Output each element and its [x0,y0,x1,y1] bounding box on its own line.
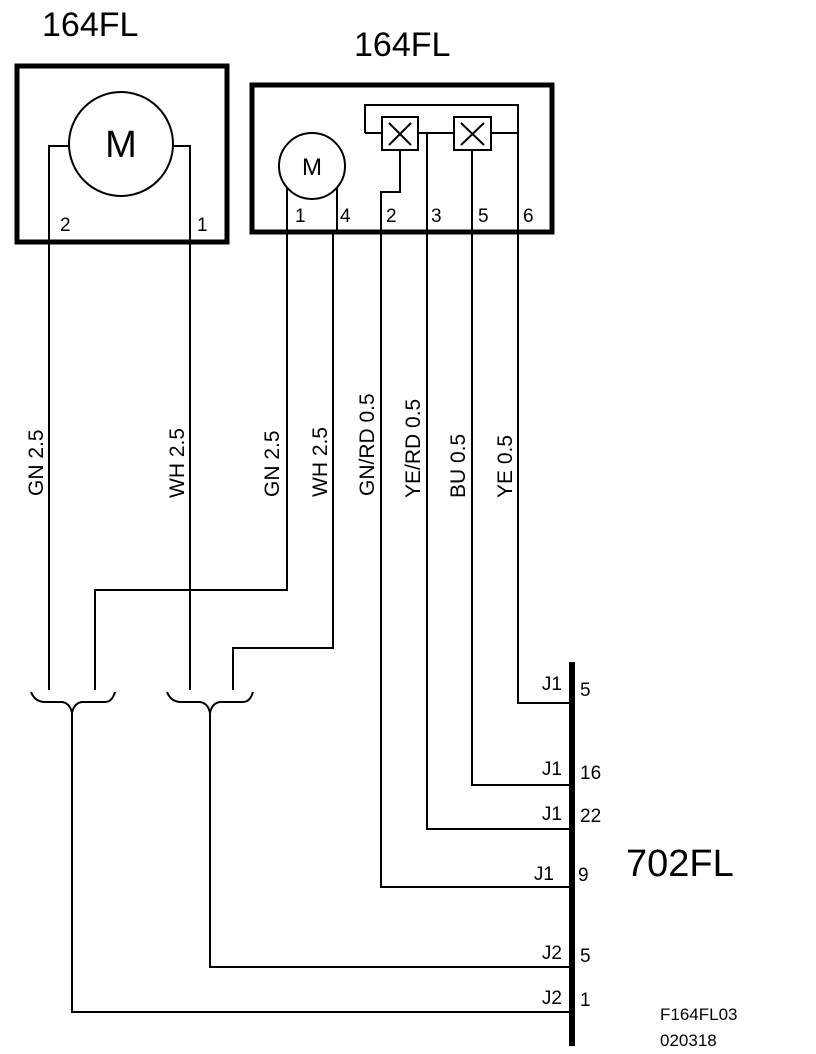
wire-label: GN/RD 0.5 [356,393,379,496]
splice-2 [166,691,254,714]
wire-label: GN 2.5 [261,430,284,497]
terminal-pin-label: 16 [580,763,601,784]
wire-gn-2.5-right [94,232,288,690]
right-pin-label: 3 [431,206,442,227]
splice-2-out [209,713,572,968]
connector-title: 702FL [626,843,734,885]
right-pin-label: 4 [340,206,351,227]
terminal-pin-label: 1 [580,990,591,1011]
wire-ye-0.5 [517,232,572,704]
reference-date: 020318 [660,1031,717,1050]
splice-1-out [71,713,572,1013]
left-motor-circle [68,91,174,197]
wire-wh-2.5-right [232,232,334,690]
left-pin-label: 1 [197,215,208,236]
wire-ye-rd-0.5 [426,232,572,830]
wire-gn-rd-0.5 [380,232,572,888]
terminal-connector-label: J1 [542,804,562,825]
left-motor-lead-1 [173,145,191,242]
terminal-connector-label: J2 [542,988,562,1009]
left-component-box [14,63,230,245]
right-pin-label: 5 [478,206,489,227]
terminal-pin-label: 5 [580,680,591,701]
reference-code: F164FL03 [660,1005,738,1024]
left-motor-label: M [105,124,137,166]
wire-label: BU 0.5 [447,434,470,498]
terminal-connector-label: J1 [542,674,562,695]
right-pin-label: 1 [295,206,306,227]
wire-label: WH 2.5 [309,427,332,497]
switch-1-icon [388,122,412,146]
wire-label: YE/RD 0.5 [402,399,425,498]
wire-label: YE 0.5 [494,435,517,498]
wire-label: WH 2.5 [166,428,189,498]
wire-bu-0.5 [471,232,572,786]
terminal-connector-label: J2 [542,943,562,964]
switch-lead-2 [380,150,401,232]
wire-label: GN 2.5 [25,429,48,496]
terminal-pin-label: 22 [580,806,601,827]
right-pin-label: 2 [386,206,397,227]
right-component-title: 164FL [354,26,450,64]
terminal-pin-label: 5 [580,946,591,967]
switch-2-icon [460,122,485,146]
left-motor-lead-2 [48,145,69,242]
right-pin-label: 6 [523,206,534,227]
terminal-connector-label: J1 [534,864,554,885]
switch-bridge [364,104,519,134]
terminal-pin-label: 9 [578,865,589,886]
splice-1 [30,691,116,714]
left-component-title: 164FL [42,6,138,44]
right-motor-circle [278,132,346,200]
right-component-box [249,82,555,235]
terminal-connector-label: J1 [542,759,562,780]
right-motor-label: M [302,154,322,181]
left-pin-label: 2 [60,215,71,236]
